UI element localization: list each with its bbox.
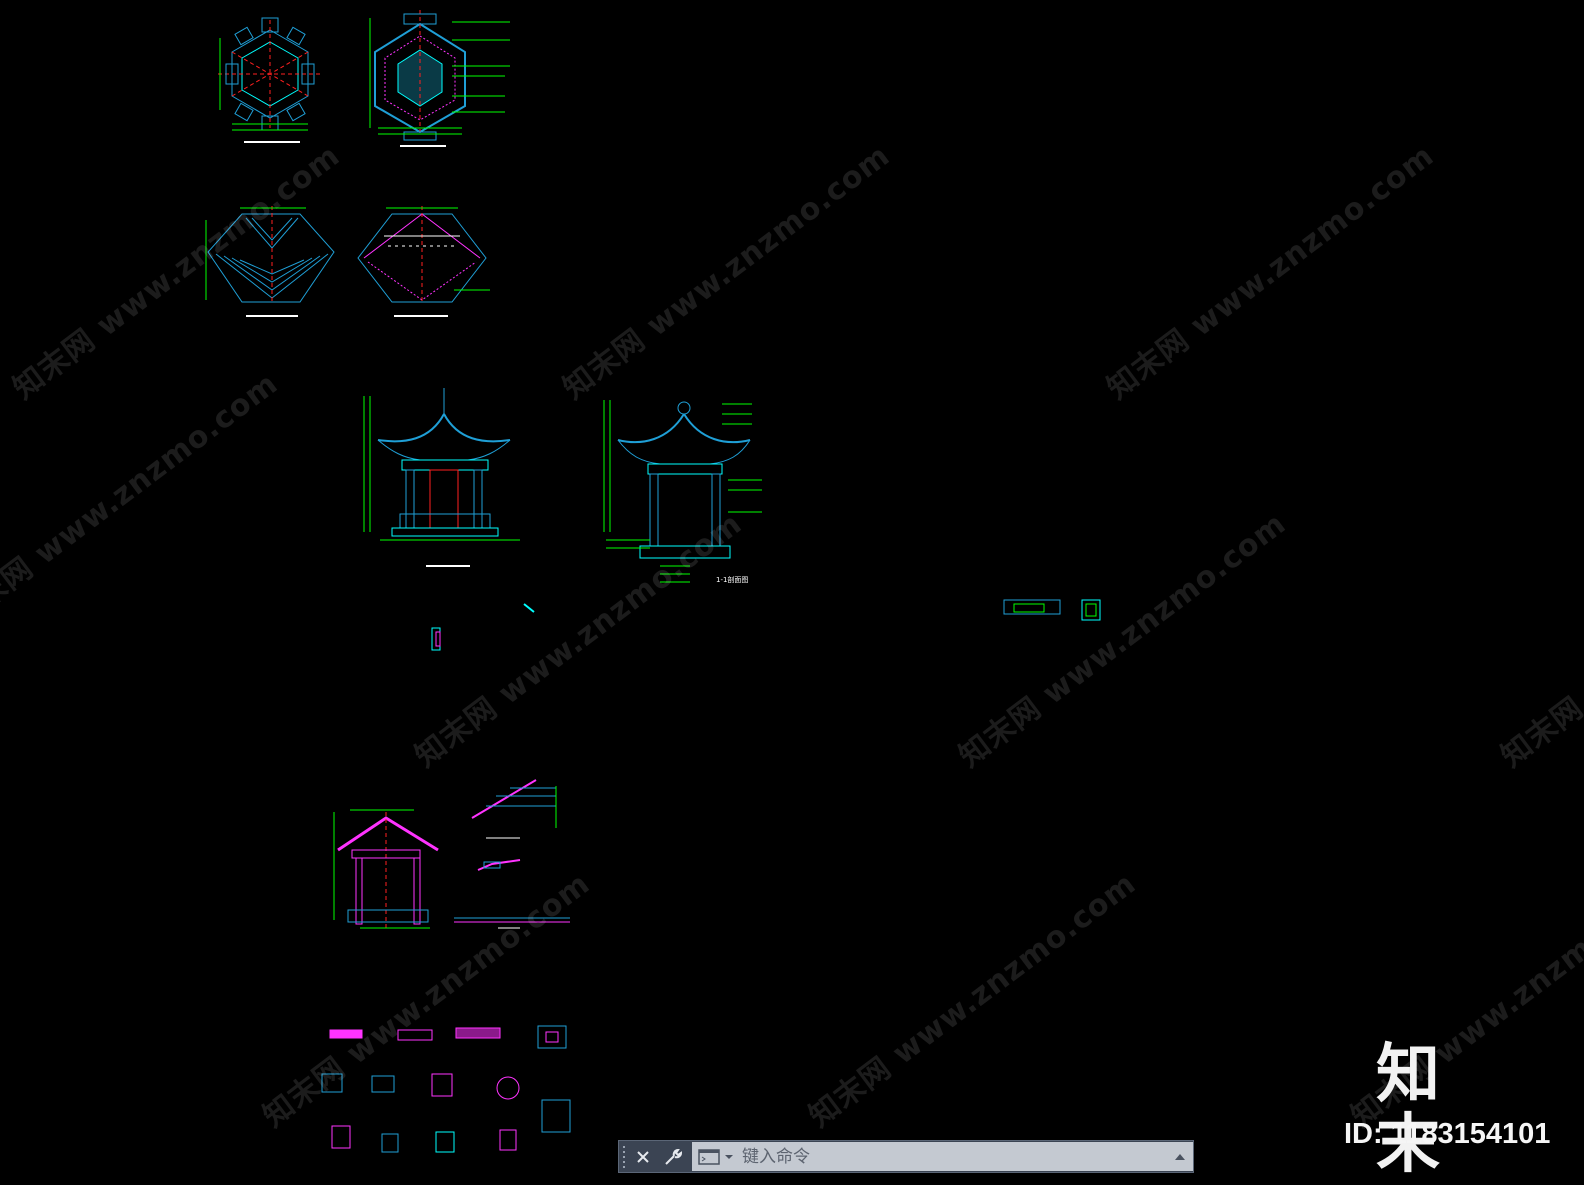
command-input[interactable]: [740, 1141, 1167, 1172]
small-part-a: [431, 627, 441, 651]
gable-section: [333, 809, 439, 930]
hexagon-plan: [218, 17, 322, 143]
detail-grid: [321, 1025, 571, 1153]
base-detail: [454, 917, 570, 929]
command-input-area: [692, 1141, 1193, 1172]
drag-grip[interactable]: [619, 1141, 628, 1172]
hexagon-roof-plan: [369, 10, 510, 147]
chevron-down-icon[interactable]: [724, 1153, 734, 1161]
chevron-up-icon[interactable]: [1167, 1153, 1193, 1161]
section-1-1: [603, 400, 762, 583]
roof-framing-1: [205, 206, 335, 317]
brand-logo: 知末: [1376, 1038, 1442, 1182]
close-icon[interactable]: [628, 1141, 658, 1172]
small-part-b: [523, 603, 535, 613]
step-detail: [477, 859, 521, 871]
brand-id: ID: 1183154101: [1344, 1118, 1551, 1150]
ridge-detail-left: [1003, 599, 1061, 615]
wrench-icon[interactable]: [658, 1141, 688, 1172]
ridge-detail-right: [1081, 599, 1101, 621]
front-elevation: [363, 388, 520, 567]
roof-framing-2: [357, 206, 490, 317]
command-prompt-icon[interactable]: [692, 1148, 740, 1165]
section-label-1-1: 1-1剖面图: [716, 575, 748, 584]
eave-detail: [471, 779, 557, 839]
command-line-bar: [618, 1140, 1194, 1173]
